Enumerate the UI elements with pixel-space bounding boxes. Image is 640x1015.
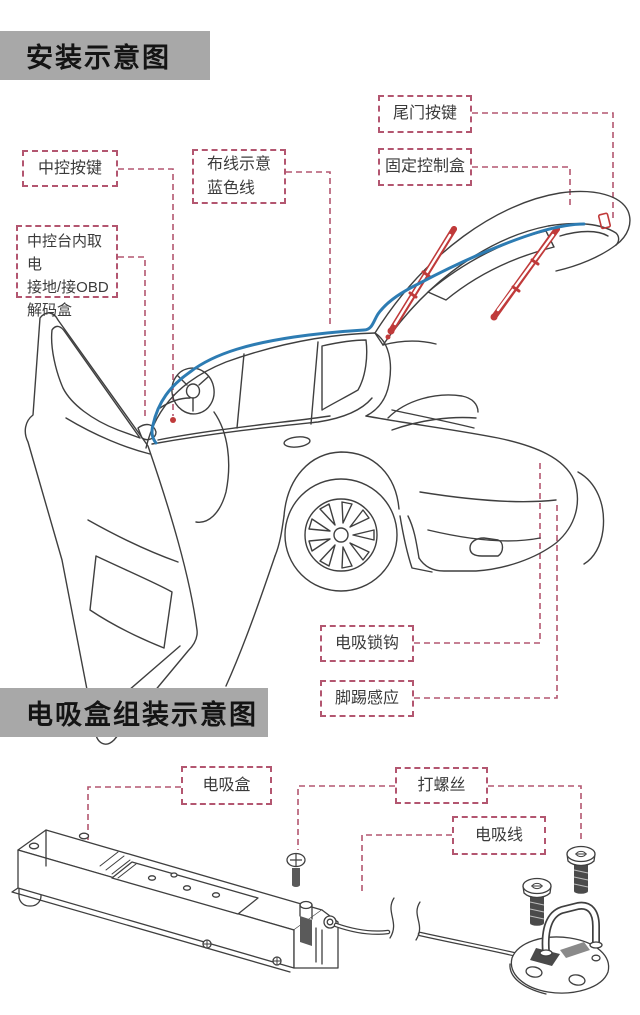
callout-suction-wire: 电吸线 (452, 816, 546, 855)
car-illustration (24, 190, 631, 745)
cable-break-marks (389, 897, 421, 941)
suction-box-unit (11, 829, 339, 973)
section-header-install-text: 安装示意图 (26, 43, 171, 73)
callout-fixed-control-box: 固定控制盒 (378, 148, 472, 186)
rear-wheel (284, 478, 398, 592)
callout-center-button: 中控按键 (22, 150, 118, 187)
open-door (24, 312, 198, 745)
callout-suction-box: 电吸盒 (181, 766, 272, 805)
callout-screws: 打螺丝 (395, 767, 488, 804)
tailgate (374, 190, 631, 346)
steering-wheel (159, 367, 230, 523)
screw-flat-left-icon (522, 877, 552, 926)
callout-wiring-blue-line: 布线示意 蓝色线 (192, 149, 286, 204)
leader-lines (87, 112, 614, 894)
section-header-install: 安装示意图 (0, 31, 210, 80)
tailgate-button-marker (597, 212, 612, 230)
section-header-assembly-text: 电吸盒组装示意图 (26, 700, 258, 730)
screw-flat-right-icon (566, 845, 596, 894)
strut-right (490, 226, 560, 321)
screw-small-icon (286, 852, 306, 887)
callout-tailgate-button: 尾门按键 (378, 95, 472, 133)
dash-button-marker (170, 417, 176, 423)
striker-hook-assembly (509, 901, 610, 995)
callout-foot-kick-sensor: 脚踢感应 (320, 680, 414, 717)
power-cable (333, 897, 525, 959)
callout-electric-lock-hook: 电吸锁钩 (320, 625, 414, 662)
callout-console-power-obd: 中控台内取电 接地/接OBD 解码盒 (16, 225, 118, 319)
section-header-assembly: 电吸盒组装示意图 (0, 688, 268, 737)
wire-route-blue (150, 222, 586, 445)
